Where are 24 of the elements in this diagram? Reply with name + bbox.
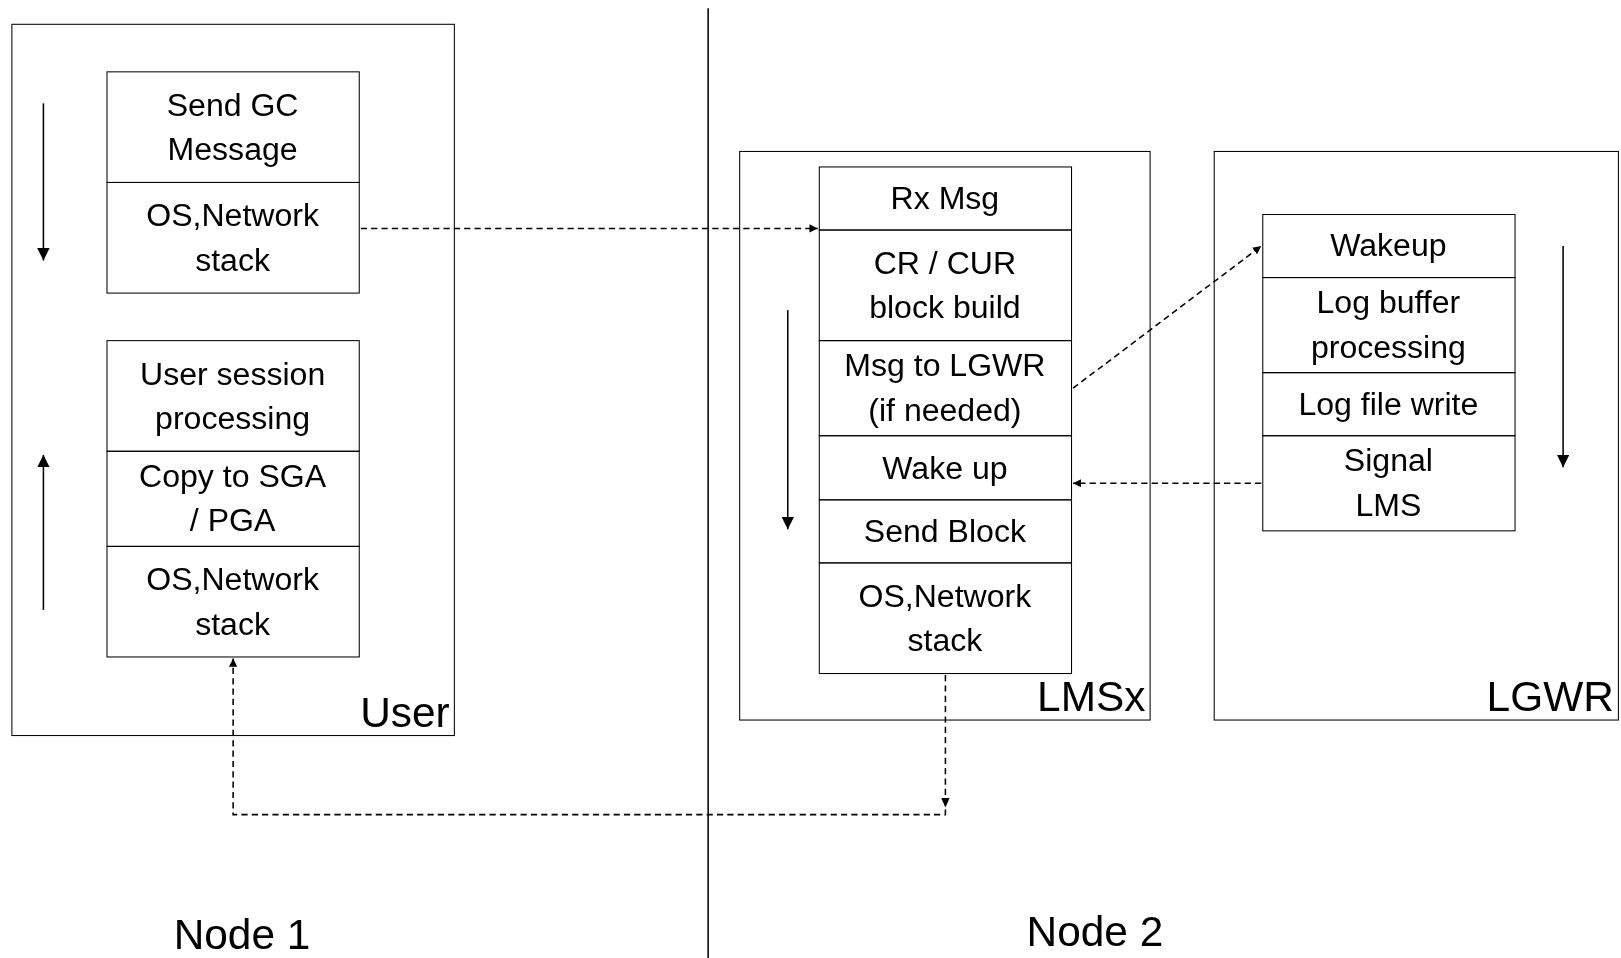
dashed-arrow: [229, 657, 947, 816]
box-label: OS,Network stack: [145, 559, 320, 644]
dashed-arrow: [1072, 245, 1262, 389]
box-label: Rx Msg: [890, 178, 1000, 219]
panel-title: LMSx: [1037, 672, 1146, 722]
box-label: Log file write: [1298, 384, 1479, 424]
node-label: Node 2: [1026, 906, 1164, 957]
box-label: OS,Network stack: [145, 195, 320, 280]
box-label: Log buffer processing: [1309, 283, 1467, 367]
box-label: Copy to SGA / PGA: [138, 456, 328, 541]
node-label: Node 1: [173, 909, 311, 958]
box-label: User session processing: [139, 354, 327, 438]
box-label: Wakeup: [1330, 226, 1447, 266]
box-label: Msg to LGWR (if needed): [843, 346, 1047, 430]
box-label: Send Block: [863, 511, 1026, 551]
dashed-arrow: [360, 224, 819, 233]
box-label: Send GC Message: [165, 85, 300, 169]
box-label: Signal LMS: [1342, 441, 1434, 526]
box-label: CR / CUR block build: [868, 243, 1022, 328]
box-label: Wake up: [882, 448, 1008, 488]
dashed-arrow: [1072, 479, 1262, 488]
panel-title: User: [360, 687, 450, 738]
box-label: OS,Network stack: [857, 576, 1033, 660]
panel-title: LGWR: [1486, 672, 1614, 722]
